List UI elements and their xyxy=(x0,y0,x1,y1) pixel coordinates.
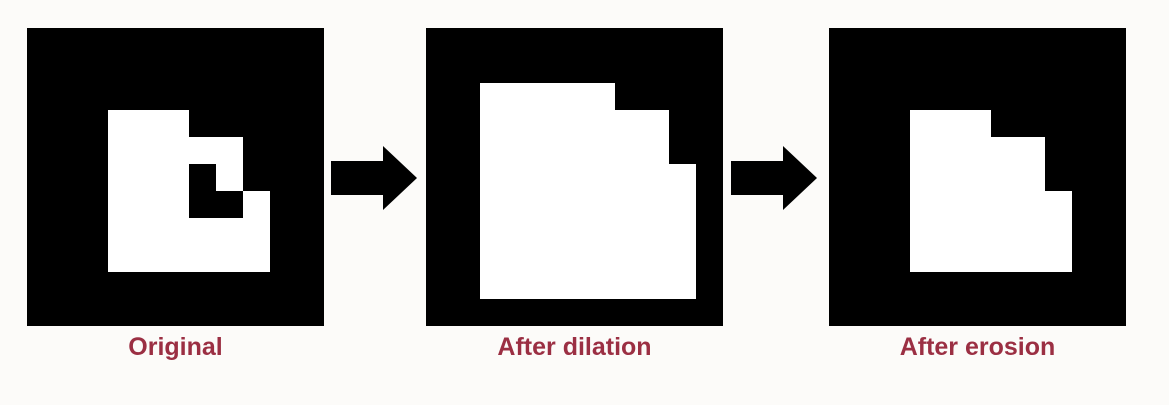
caption-dilation: After dilation xyxy=(497,333,652,361)
erosion-image-panel xyxy=(829,28,1126,326)
white-foreground-shape xyxy=(910,110,1072,272)
right-arrow-icon xyxy=(731,146,817,210)
original-image-panel xyxy=(27,28,324,326)
black-hole-region xyxy=(189,164,243,218)
eroded-binary-image xyxy=(829,28,1126,326)
dilated-binary-image xyxy=(426,28,723,326)
right-arrow-icon xyxy=(331,146,417,210)
caption-original: Original xyxy=(128,333,223,361)
dilation-image-panel xyxy=(426,28,723,326)
caption-erosion: After erosion xyxy=(899,333,1056,361)
original-binary-image xyxy=(27,28,324,326)
white-foreground-shape xyxy=(480,83,696,299)
